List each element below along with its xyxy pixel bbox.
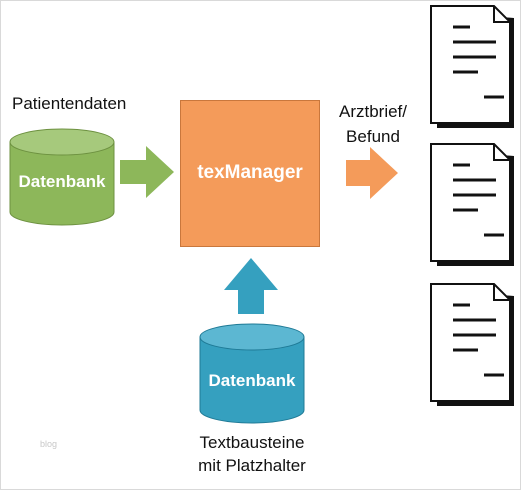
texmanager-label: texManager xyxy=(197,162,303,183)
texmanager-box: texManager xyxy=(180,100,320,247)
database-cylinder-bottom xyxy=(199,323,305,424)
arrow-blue-up xyxy=(224,258,278,314)
patient-data-label: Patientendaten xyxy=(12,94,127,113)
watermark: blog xyxy=(40,439,58,449)
document-icon xyxy=(430,283,514,406)
arrow-orange-right xyxy=(346,147,398,199)
document-icon xyxy=(430,5,514,128)
output-label-line2: Befund xyxy=(346,127,400,147)
document-icon xyxy=(430,143,514,266)
database-bottom-label: Datenbank xyxy=(208,371,296,390)
database-cylinder-left xyxy=(9,128,115,226)
arrow-green-right xyxy=(120,146,174,198)
database-left-label: Datenbank xyxy=(18,172,106,191)
text-blocks-label: Textbausteine mit Platzhalter xyxy=(170,432,334,477)
output-label: Arztbrief/ Befund xyxy=(330,101,416,148)
text-blocks-label-line2: mit Platzhalter xyxy=(198,456,306,476)
text-blocks-label-line1: Textbausteine xyxy=(199,433,305,452)
output-label-line1: Arztbrief/ xyxy=(338,102,408,121)
